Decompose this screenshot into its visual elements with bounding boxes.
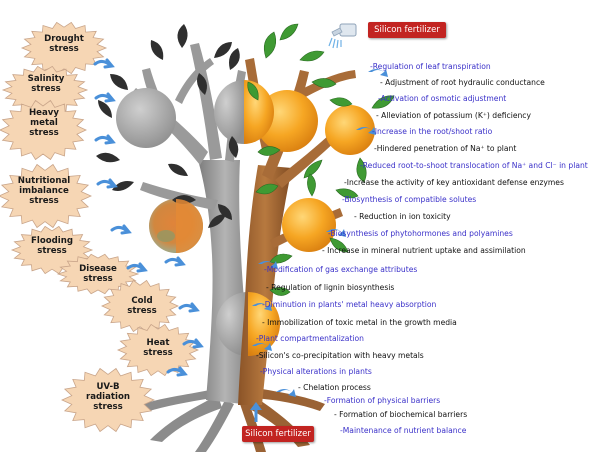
stress-flooding: Flooding stress — [31, 236, 73, 256]
effect-item: -Modification of gas exchange attributes — [264, 265, 418, 274]
upward-arrow-icon — [250, 402, 262, 422]
stress-salinity: Salinity stress — [27, 74, 65, 94]
effect-item: -Plant compartmentalization — [256, 334, 364, 343]
effect-item: -Formation of physical barriers — [324, 396, 441, 405]
stress-burst-shape — [0, 99, 87, 161]
effect-item: - Alleviation of potassium (K⁺) deficien… — [376, 111, 531, 120]
watering-can-icon — [328, 23, 357, 49]
stress-drought: Drought stress — [44, 34, 84, 54]
effect-item: -Hindered penetration of Na⁺ to plant — [374, 144, 517, 153]
effect-item: -Physical alterations in plants — [260, 367, 372, 376]
effect-item: - Regulation of lignin biosynthesis — [266, 283, 395, 292]
stress-cold: Cold stress — [127, 296, 157, 316]
silicon-fertilizer-bottom-label: Silicon fertilizer — [242, 426, 314, 442]
effect-item: - Adjustment of root hydraulic conductan… — [380, 78, 545, 87]
stress-burst-shape — [1, 65, 89, 115]
stress-uv-b: UV-B radiation stress — [85, 382, 130, 412]
effect-item: - Chelation process — [298, 383, 371, 392]
effect-item: -Biosynthesis of phytohormones and polya… — [328, 229, 513, 238]
effect-item: -Biosynthesis of compatible solutes — [342, 195, 477, 204]
stress-bursts — [0, 21, 200, 433]
stress-heat: Heat stress — [143, 338, 173, 358]
stress-heavy-metal: Heavy metal stress — [28, 108, 60, 138]
stressed-tree-half — [96, 24, 252, 452]
silicon-arrows — [252, 69, 388, 397]
stress-burst-shape — [0, 163, 92, 229]
silicon-fertilizer-top-label: Silicon fertilizer — [368, 22, 446, 38]
effect-item: - Increase in mineral nutrient uptake an… — [322, 246, 526, 255]
effect-item: -Increase the activity of key antioxidan… — [344, 178, 564, 187]
effect-item: -Increase in the root/shoot ratio — [372, 127, 493, 136]
effect-item: -Diminution in plants' metal heavy absor… — [262, 300, 437, 309]
stress-burst-shape — [61, 367, 155, 433]
stress-burst-shape — [116, 323, 200, 377]
curved-arrow-icon — [93, 58, 204, 377]
effect-item: -Maintenance of nutrient balance — [340, 426, 467, 435]
effect-item: - Formation of biochemical barriers — [334, 410, 468, 419]
effect-item: - Immobilization of toxic metal in the g… — [262, 318, 457, 327]
effect-item: -Reduced root-to-shoot translocation of … — [360, 161, 588, 170]
stress-nutritional: Nutritional imbalance stress — [17, 176, 71, 206]
effect-item: -Silicon's co-precipitation with heavy m… — [256, 351, 424, 360]
effect-item: -Activation of osmotic adjustment — [378, 94, 507, 103]
effect-item: - Reduction in ion toxicity — [354, 212, 451, 221]
effect-item: -Regulation of leaf transpiration — [370, 62, 491, 71]
stress-disease: Disease stress — [79, 264, 117, 284]
stress-burst-shape — [20, 21, 108, 75]
